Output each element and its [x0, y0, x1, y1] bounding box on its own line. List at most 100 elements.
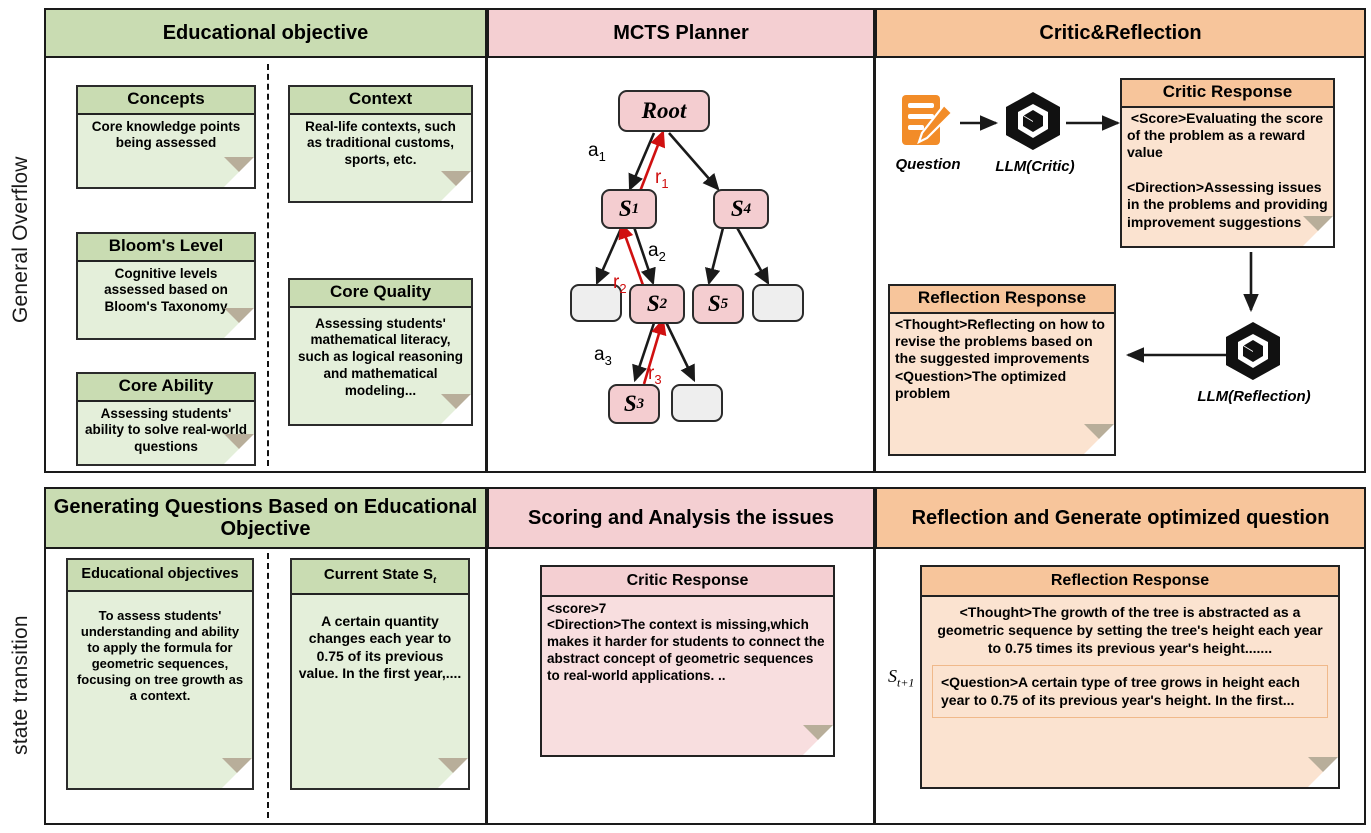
- card-body: Assessing students' ability to solve rea…: [78, 401, 254, 464]
- column-header-educational-objective: Educational objective: [44, 8, 487, 58]
- card-body: Cognitive levels assessed based on Bloom…: [78, 261, 254, 338]
- divider-col2-col3-bottom: [873, 549, 876, 825]
- edge-label-text: a: [648, 240, 659, 261]
- card-core-ability: Core Ability Assessing students' ability…: [76, 372, 256, 466]
- card-current-state: Current State St A certain quantity chan…: [290, 558, 470, 790]
- tree-node-label: S: [623, 391, 637, 416]
- card-title: Concepts: [78, 87, 254, 115]
- tree-node-label: S: [707, 291, 721, 316]
- tree-node-label: Root: [641, 98, 687, 123]
- card-title: Reflection Response: [890, 286, 1114, 314]
- card-title: Reflection Response: [922, 567, 1338, 597]
- edge-label-sub: 1: [661, 175, 669, 191]
- tree-node-sub: 1: [631, 200, 640, 217]
- card-blooms-level: Bloom's Level Cognitive levels assessed …: [76, 232, 256, 340]
- tree-node-label: S: [730, 196, 744, 221]
- tree-node-empty-1: [570, 284, 622, 322]
- edge-label-a3: a3: [594, 344, 612, 368]
- card-context: Context Real-life contexts, such as trad…: [288, 85, 473, 203]
- divider-col2-col3-top: [873, 58, 876, 473]
- divider-dashed-educational-objective: [267, 64, 269, 466]
- tree-node-empty-3: [671, 384, 723, 422]
- card-title: Current State St: [292, 560, 468, 596]
- card-title: Educational objectives: [68, 560, 252, 592]
- state-label-text: S: [888, 666, 897, 686]
- edge-label-text: a: [594, 344, 605, 365]
- card-educational-objectives-bottom: Educational objectives To assess student…: [66, 558, 254, 790]
- row-label-general-overflow: General Overflow: [9, 156, 32, 324]
- row-label-state-transition: state transition: [9, 615, 32, 755]
- edge-label-sub: 1: [598, 148, 606, 164]
- edge-label-r1: r1: [655, 167, 669, 191]
- card-reflection-response-top: Reflection Response <Thought>Reflecting …: [888, 284, 1116, 456]
- card-body: <Score>Evaluating the score of the probl…: [1122, 107, 1333, 246]
- tree-node-label: S: [618, 196, 632, 221]
- reflection-question-box: <Question>A certain type of tree grows i…: [932, 665, 1328, 718]
- tree-node-sub: 3: [636, 395, 645, 412]
- tree-node-root: Root: [618, 90, 710, 132]
- divider-col1-col2-bottom: [485, 549, 488, 825]
- edge-label-a1: a1: [588, 140, 606, 164]
- card-body: Assessing students' mathematical literac…: [290, 307, 471, 424]
- card-body: <Thought>Reflecting on how to revise the…: [890, 313, 1114, 454]
- tree-node-sub: 4: [743, 200, 752, 217]
- column-header-reflection-generate: Reflection and Generate optimized questi…: [875, 487, 1366, 549]
- edge-label-a2: a2: [648, 240, 666, 264]
- edge-label-sub: 2: [619, 280, 627, 296]
- card-body: Core knowledge points being assessed: [78, 114, 254, 187]
- card-title-sub: t: [433, 574, 437, 586]
- card-title: Bloom's Level: [78, 234, 254, 262]
- llm-critic-caption: LLM(Critic): [995, 158, 1075, 175]
- reflection-thought-text: <Thought>The growth of the tree is abstr…: [937, 603, 1323, 656]
- edge-label-text: r: [613, 272, 620, 293]
- card-body: To assess students' understanding and ab…: [68, 591, 252, 788]
- divider-col1-col2-top: [485, 58, 488, 473]
- card-core-quality: Core Quality Assessing students' mathema…: [288, 278, 473, 426]
- card-title: Core Ability: [78, 374, 254, 402]
- edge-label-sub: 2: [658, 248, 666, 264]
- edge-label-text: r: [655, 167, 662, 188]
- state-label-st1: St+1: [888, 666, 914, 691]
- column-header-generating-questions: Generating Questions Based on Educationa…: [44, 487, 487, 549]
- llm-reflection-cube-icon: [1226, 322, 1280, 380]
- column-header-mcts-planner: MCTS Planner: [487, 8, 875, 58]
- card-reflection-response-bottom: Reflection Response <Thought>The growth …: [920, 565, 1340, 789]
- critic-pipeline-arrows: [960, 115, 1259, 313]
- card-body: A certain quantity changes each year to …: [292, 595, 468, 788]
- state-label-sub: t+1: [897, 675, 915, 690]
- edge-label-r3: r3: [648, 363, 662, 387]
- column-header-scoring-analysis: Scoring and Analysis the issues: [487, 487, 875, 549]
- card-title: Context: [290, 87, 471, 115]
- edge-label-text: r: [648, 363, 655, 384]
- tree-node-empty-2: [752, 284, 804, 322]
- tree-node-sub: 5: [720, 295, 729, 312]
- column-header-critic-reflection: Critic&Reflection: [875, 8, 1366, 58]
- edge-label-sub: 3: [604, 352, 612, 368]
- card-title: Core Quality: [290, 280, 471, 308]
- card-body: <score>7 <Direction>The context is missi…: [542, 596, 833, 755]
- card-title: Critic Response: [1122, 80, 1333, 108]
- edge-label-sub: 3: [654, 371, 662, 387]
- card-body: <Thought>The growth of the tree is abstr…: [922, 596, 1338, 787]
- edge-label-text: a: [588, 140, 599, 161]
- card-title-text: Current State S: [323, 566, 434, 583]
- llm-reflection-caption: LLM(Reflection): [1197, 388, 1311, 405]
- card-critic-response-bottom: Critic Response <score>7 <Direction>The …: [540, 565, 835, 757]
- edge-label-r2: r2: [613, 272, 627, 296]
- card-body: Real-life contexts, such as traditional …: [290, 114, 471, 201]
- card-title: Critic Response: [542, 567, 833, 597]
- tree-node-sub: 2: [659, 295, 668, 312]
- reflection-arrow-left: [1125, 347, 1226, 363]
- card-critic-response-top: Critic Response <Score>Evaluating the sc…: [1120, 78, 1335, 248]
- question-caption: Question: [895, 156, 961, 173]
- question-document-icon: [902, 95, 954, 145]
- divider-dashed-generating: [267, 553, 269, 818]
- llm-critic-cube-icon: [1006, 92, 1060, 150]
- card-concepts: Concepts Core knowledge points being ass…: [76, 85, 256, 189]
